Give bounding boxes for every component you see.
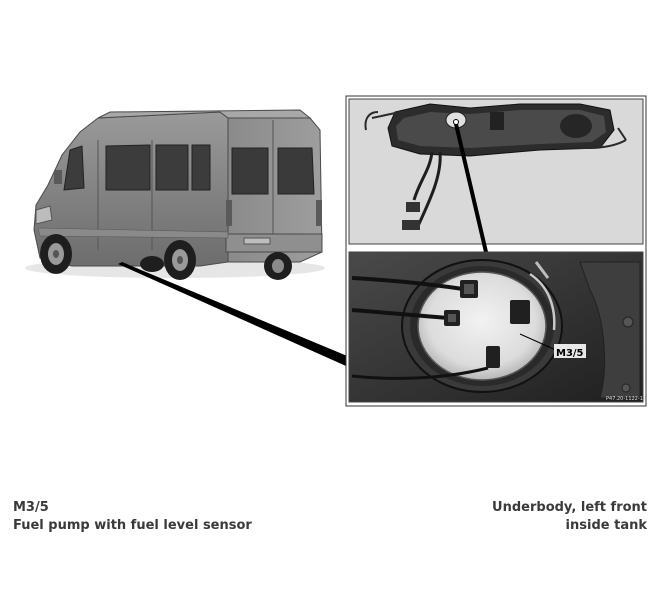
fuel-tank-view <box>348 98 644 245</box>
detail-frame: M3/5 P47.20-1122-12 <box>345 95 647 407</box>
component-description: Fuel pump with fuel level sensor <box>13 518 252 533</box>
figure-reference: P47.20-1122-12 <box>606 396 646 402</box>
callout-label: M3/5 <box>556 348 584 359</box>
van-illustration <box>25 109 325 280</box>
component-code: M3/5 <box>13 500 49 515</box>
location-line-1: Underbody, left front <box>492 500 647 515</box>
component-caption: M3/5 Fuel pump with fuel level sensor <box>13 499 333 535</box>
leader-line <box>118 262 352 366</box>
location-caption: Underbody, left front inside tank <box>347 499 647 535</box>
location-line-2: inside tank <box>565 518 647 533</box>
fuel-pump-view: M3/5 P47.20-1122-12 <box>348 251 646 403</box>
